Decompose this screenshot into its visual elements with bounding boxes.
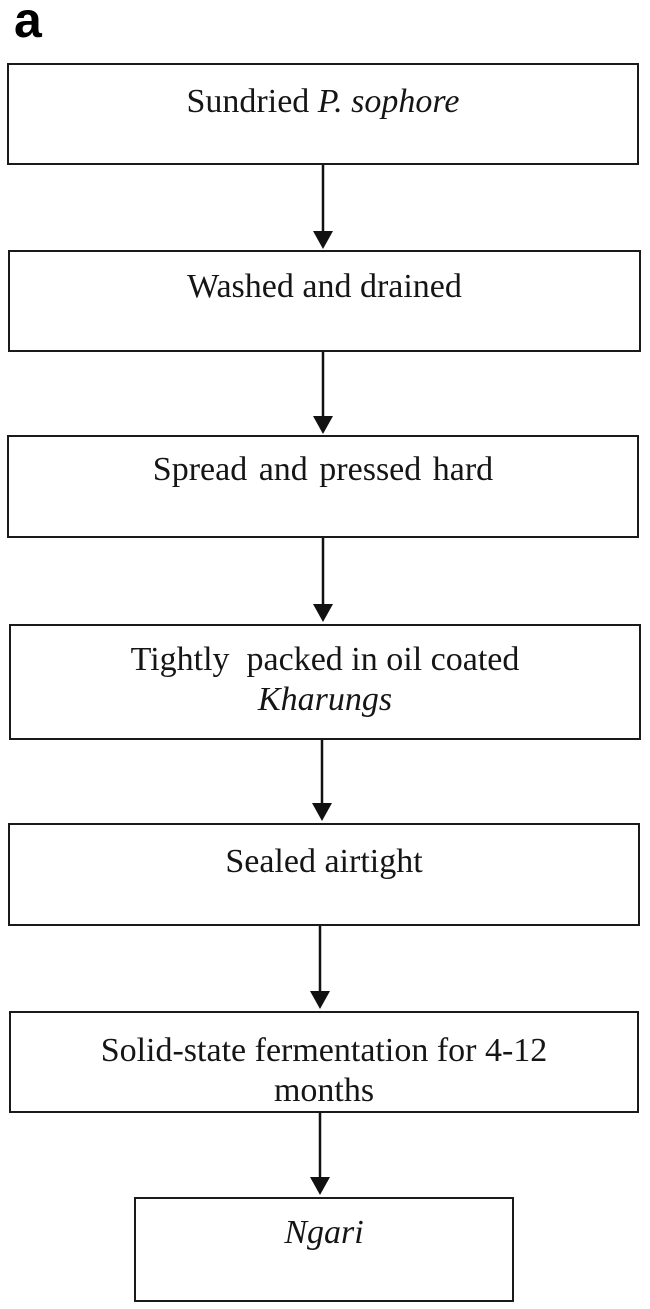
step-label-line-1: Solid-state fermentation for 4-12	[100, 1032, 548, 1069]
step-sundried: Sundried P. sophore	[7, 63, 639, 165]
step-fermentation: Solid-state fermentation for 4-12 months	[9, 1011, 639, 1113]
arrowhead-6	[310, 1177, 330, 1195]
step-label-line-2: Kharungs	[257, 681, 393, 718]
panel-label: a	[14, 0, 42, 48]
step-label-line-1: Tightly packed in oil coated	[130, 641, 520, 678]
step-ngari: Ngari	[134, 1197, 514, 1302]
step-spread: Spread and pressed hard	[7, 435, 639, 538]
step-label: Sealed airtight	[225, 843, 423, 880]
step-label: Washed and drained	[187, 268, 462, 305]
arrowhead-1	[313, 231, 333, 249]
arrowhead-5	[310, 991, 330, 1009]
arrowhead-4	[312, 803, 332, 821]
step-label: Spread and pressed hard	[152, 451, 494, 488]
step-washed: Washed and drained	[8, 250, 641, 352]
step-packed: Tightly packed in oil coated Kharungs	[9, 624, 641, 740]
step-label-line-2: months	[273, 1072, 375, 1109]
arrowhead-3	[313, 604, 333, 622]
step-label: Ngari	[284, 1214, 364, 1251]
arrowhead-2	[313, 416, 333, 434]
step-sealed: Sealed airtight	[8, 823, 640, 926]
step-label: Sundried P. sophore	[186, 83, 460, 120]
